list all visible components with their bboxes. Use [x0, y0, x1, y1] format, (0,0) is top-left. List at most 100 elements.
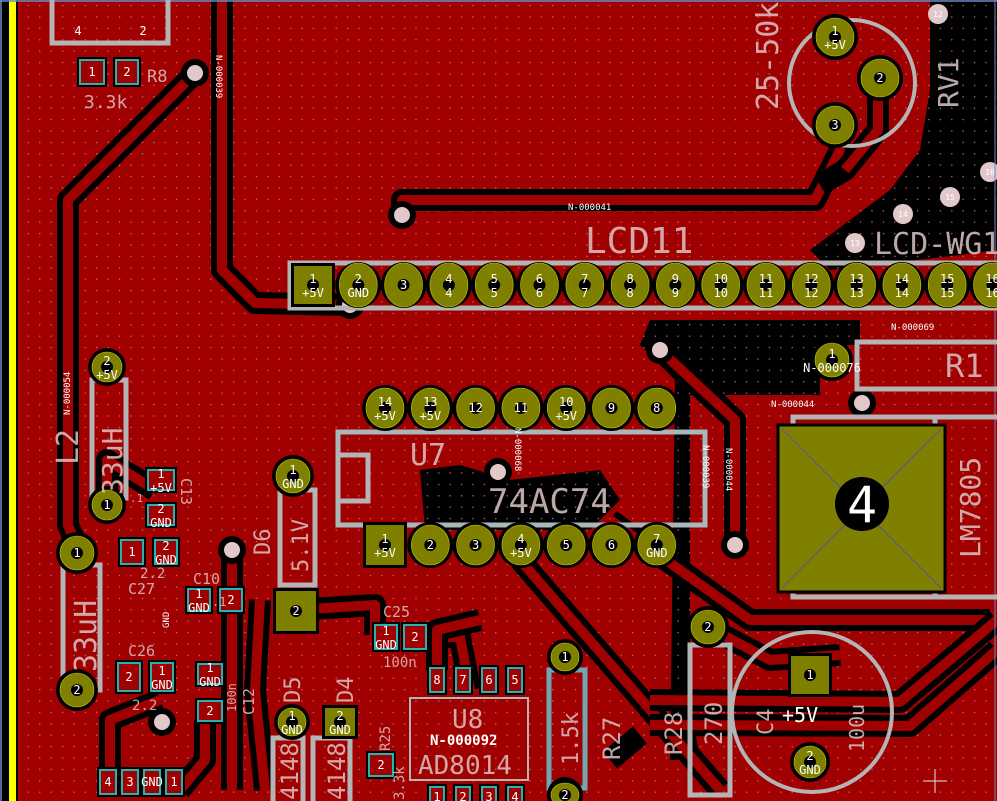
via[interactable]	[181, 59, 209, 87]
c13-pad-1[interactable]: 1+5V	[145, 467, 177, 495]
c26-pad-2[interactable]: 2	[115, 660, 143, 694]
lm7805-tab-pad[interactable]: 4	[776, 423, 947, 594]
via[interactable]	[721, 531, 749, 559]
net-label-n92: N-000092	[430, 733, 497, 749]
u7-pin-11[interactable]: 11	[497, 385, 544, 431]
c12-value: 100n	[225, 683, 239, 712]
r1-pad-1[interactable]: 1N-000076	[803, 339, 861, 381]
lcd-via[interactable]: 12	[928, 4, 948, 24]
u8-pin-1[interactable]: 1	[427, 784, 447, 801]
u8-pin-5[interactable]: 5	[505, 665, 525, 695]
u8-pin-6[interactable]: 6	[479, 665, 499, 695]
r27-pad-1[interactable]: 1	[547, 639, 583, 675]
u8-pin-7[interactable]: 7	[453, 665, 473, 695]
lcd-via[interactable]: 14	[893, 204, 913, 224]
pad-number: 3	[472, 538, 479, 552]
bottom-part-pin-1[interactable]: 4	[97, 767, 119, 797]
drill-hole	[514, 402, 527, 414]
u7-pin-13[interactable]: 13+5V	[407, 385, 454, 431]
rv1-pad-1[interactable]: 1+5V	[812, 14, 858, 60]
lcd-via[interactable]: 13	[845, 233, 865, 253]
u7-pin-4[interactable]: 4+5V	[497, 522, 544, 568]
u7-pin-6[interactable]: 6	[588, 522, 635, 568]
via[interactable]	[848, 389, 876, 417]
bottom-part-pin-3[interactable]: GND	[141, 767, 163, 797]
l2-pad-2[interactable]: 2+5V	[88, 348, 126, 386]
pad-net: GND	[282, 477, 304, 491]
via[interactable]	[388, 201, 416, 229]
r27-pad-2[interactable]: 2	[547, 777, 583, 801]
lcd-pin-3[interactable]: 3	[380, 262, 427, 308]
u7-pin-10[interactable]: 10+5V	[543, 385, 590, 431]
u7-pin-5[interactable]: 5	[543, 522, 590, 568]
bottom-part-pin-2[interactable]: 3	[119, 767, 141, 797]
pad-number: 6	[485, 673, 492, 687]
u7-pin-3[interactable]: 3	[452, 522, 499, 568]
u7-pin-1[interactable]: 1+5V	[363, 522, 407, 568]
u7-pin-12[interactable]: 12	[452, 385, 499, 431]
rv1-pad-2[interactable]: 2	[857, 55, 903, 101]
r8-pad-2[interactable]: 2	[113, 57, 141, 87]
via[interactable]	[646, 336, 674, 364]
lcd-pin-8[interactable]: 88	[607, 262, 654, 308]
via[interactable]	[484, 458, 512, 486]
drill-hole	[101, 499, 113, 511]
via[interactable]	[218, 536, 246, 564]
u7-pin-2[interactable]: 2	[407, 522, 454, 568]
u8-pin-4[interactable]: 4	[505, 784, 525, 801]
rv1-pad-3[interactable]: 3	[812, 102, 858, 148]
l2-pad-1[interactable]: 1	[88, 486, 126, 524]
pad-number: 1	[433, 790, 440, 801]
c4-pad-1[interactable]: 1	[788, 653, 832, 697]
u8-pin-8[interactable]: 8	[427, 665, 447, 695]
u8-pin-3[interactable]: 3	[479, 784, 499, 801]
u7-pin-8[interactable]: 8	[633, 385, 680, 431]
d6-pad-2[interactable]: 2	[273, 588, 319, 634]
r28-pad-2[interactable]: 2	[687, 606, 729, 648]
c12-pad-2[interactable]: 2	[195, 698, 225, 724]
u7-pin-9[interactable]: 9	[588, 385, 635, 431]
lcd-pin-4[interactable]: 44	[425, 262, 472, 308]
u8-pin-2[interactable]: 2	[453, 784, 473, 801]
bottom-part-pin-4[interactable]: 1	[163, 767, 185, 797]
pad-net: GND	[155, 553, 177, 567]
u7-pin-14[interactable]: 14+5V	[362, 385, 408, 431]
silkscreen: 4 2 3.3k R8 N-000039 N-000054 N-000041 N…	[51, 2, 997, 800]
pad-number: 5	[491, 272, 498, 286]
lcd-pin-5[interactable]: 55	[471, 262, 518, 308]
l3-pad-1[interactable]: 1	[56, 532, 98, 574]
lcd-pin-1[interactable]: 1+5V	[291, 263, 335, 307]
r25-pad-2[interactable]: 2	[366, 751, 396, 779]
lcd-via[interactable]: 15	[940, 187, 960, 207]
via[interactable]	[148, 708, 176, 736]
c10-pad-2[interactable]: 2	[217, 586, 245, 614]
c25-pad-2[interactable]: 2	[401, 622, 429, 652]
c27-pad-1[interactable]: 1	[118, 537, 146, 567]
lcd-pin-7[interactable]: 77	[561, 262, 608, 308]
r8-pad-1[interactable]: 1	[77, 57, 107, 87]
lcd-via[interactable]: 16	[980, 162, 997, 182]
lcd-pin-9[interactable]: 99	[652, 262, 699, 308]
lcd-pin-6[interactable]: 66	[516, 262, 563, 308]
l3-pad-2[interactable]: 2	[56, 669, 98, 711]
